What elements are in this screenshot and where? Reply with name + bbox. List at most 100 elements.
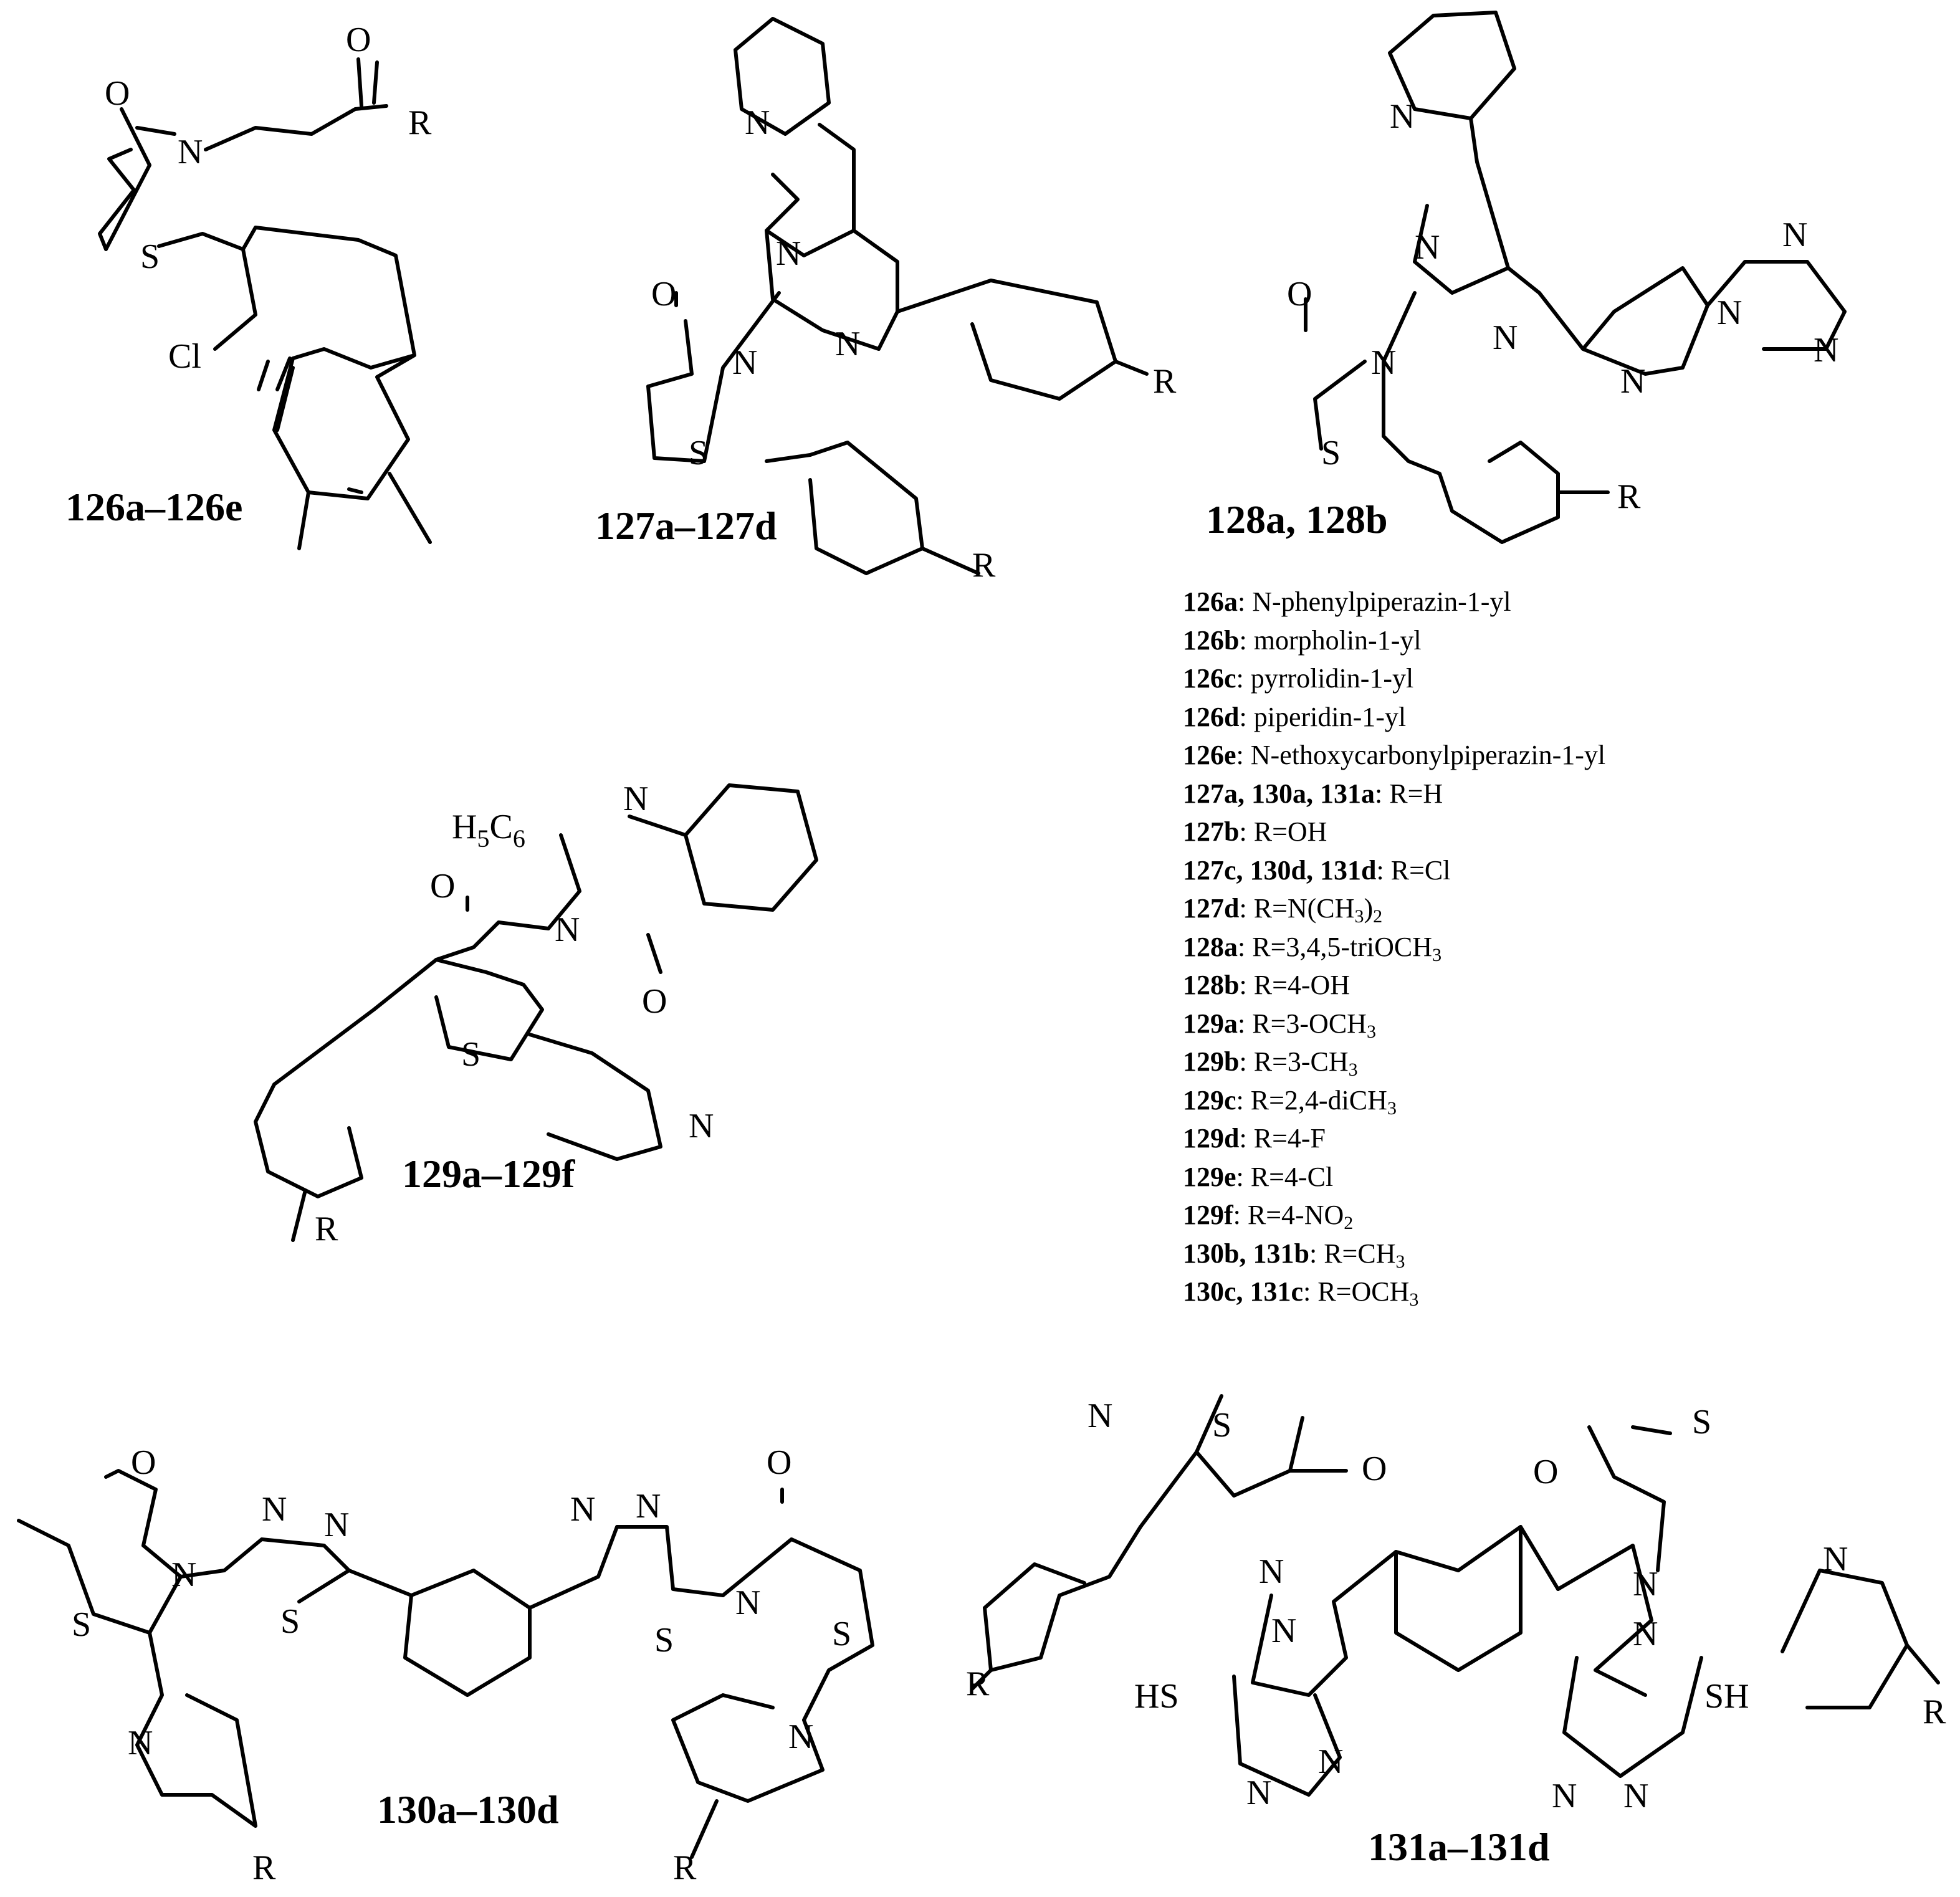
legend-row: 126d: piperidin-1-yl — [1183, 701, 1407, 732]
atom-label: R — [673, 1848, 697, 1887]
compound-label-130: 130a–130d — [377, 1787, 559, 1832]
atom-label: H5​C6​ — [452, 808, 525, 853]
substituent-legend: 126a: N-phenylpiperazin-1-yl 126b: morph… — [1183, 583, 1605, 1311]
atom-label: O — [105, 74, 130, 113]
legend-row: 126b: morpholin-1-yl — [1183, 624, 1422, 656]
legend-row: 127d: R=N(CH3)2 — [1183, 893, 1383, 927]
atom-label: N — [835, 325, 860, 363]
atom-label: N — [1259, 1552, 1284, 1591]
atom-label: S — [654, 1621, 674, 1660]
atom-label: S — [140, 237, 160, 276]
legend-row: 126c: pyrrolidin-1-yl — [1183, 663, 1414, 694]
compound-label-127: 127a–127d — [595, 504, 777, 548]
atom-label: N — [1246, 1774, 1271, 1812]
structure-126: O N S O R Cl 126a–126e — [65, 21, 432, 550]
legend-row: 128b: R=4-OH — [1183, 970, 1350, 1000]
atom-label: N — [1633, 1615, 1658, 1653]
atom-label: O — [1533, 1453, 1558, 1491]
atom-label: N — [1823, 1540, 1848, 1579]
legend-row: 126a: N-phenylpiperazin-1-yl — [1183, 586, 1511, 617]
atom-label: O — [430, 867, 455, 905]
atom-label: O — [1362, 1450, 1387, 1488]
atom-label: N — [1493, 318, 1518, 357]
atom-label: R — [315, 1210, 338, 1248]
atom-label: N — [1633, 1565, 1658, 1603]
atom-label: N — [570, 1490, 595, 1529]
atom-label: S — [280, 1602, 300, 1641]
atom-label: N — [262, 1490, 287, 1529]
compound-label-129: 129a–129f — [402, 1152, 575, 1196]
legend-row: 127a, 130a, 131a: R=H — [1183, 778, 1443, 809]
atom-label: N — [1371, 343, 1396, 382]
legend-row: 129d: R=4-F — [1183, 1123, 1326, 1154]
atom-label: N — [788, 1718, 813, 1756]
atom-label: O — [1287, 275, 1312, 313]
atom-label: S — [461, 1035, 480, 1074]
atom-label: N — [745, 103, 770, 142]
legend-row: 130c, 131c: R=OCH3 — [1183, 1276, 1419, 1310]
atom-label: N — [776, 234, 801, 273]
atom-label: S — [832, 1615, 851, 1653]
structure-127: N N N O N S R R 127a–127d — [595, 17, 1177, 585]
atom-label: S — [689, 434, 708, 472]
atom-label: S — [72, 1605, 91, 1644]
atom-label: N — [1717, 294, 1742, 332]
atom-label: N — [1620, 362, 1645, 401]
atom-label: N — [1271, 1612, 1296, 1650]
atom-label: N — [1390, 97, 1415, 136]
atom-label: R — [1153, 362, 1177, 401]
atom-label: N — [1782, 216, 1807, 254]
atom-label: N — [1088, 1397, 1112, 1435]
atom-label: N — [1318, 1742, 1343, 1781]
atom-label: O — [651, 275, 676, 313]
atom-label: S — [1212, 1406, 1231, 1445]
atom-label: N — [1623, 1777, 1648, 1815]
legend-row: 129b: R=3-CH3 — [1183, 1046, 1358, 1080]
atom-label: N — [689, 1107, 714, 1145]
atom-label: S — [1692, 1403, 1711, 1441]
atom-label: N — [128, 1724, 153, 1762]
structure-128: N N N O N S N N N N R 128a, 128b — [1206, 11, 1847, 544]
atom-label: R — [1923, 1693, 1946, 1731]
atom-label: N — [1552, 1777, 1577, 1815]
legend-row: 129a: R=3-OCH3 — [1183, 1008, 1376, 1042]
structure-129: N H5​C6​ O N O S N R 129a–129f — [254, 780, 818, 1248]
legend-row: 126e: N-ethoxycarbonylpiperazin-1-yl — [1183, 740, 1606, 770]
legend-row: 127b: R=OH — [1183, 816, 1327, 847]
atom-label: N — [171, 1555, 196, 1594]
atom-label: R — [966, 1665, 990, 1703]
atom-label: N — [636, 1487, 661, 1526]
legend-row: 128a: R=3,4,5-triOCH3 — [1183, 931, 1442, 965]
structure-130: O N S N N S N R N N S N O S N R 130a–130… — [17, 1443, 874, 1887]
atom-label: Cl — [168, 337, 201, 376]
atom-label: N — [178, 133, 203, 171]
atom-label: R — [252, 1848, 276, 1887]
legend-row: 129e: R=4-Cl — [1183, 1161, 1334, 1192]
legend-row: 129f: R=4-NO2 — [1183, 1200, 1354, 1233]
structure-131: N R S O N N HS N N O S N N SH N N N R 13… — [966, 1394, 1946, 1869]
atom-label: R — [1617, 477, 1641, 516]
atom-label: N — [555, 910, 580, 949]
atom-label: N — [1814, 331, 1838, 370]
atom-label: N — [732, 343, 757, 382]
atom-label: R — [408, 103, 432, 142]
compound-label-128: 128a, 128b — [1206, 497, 1388, 542]
legend-row: 130b, 131b: R=CH3 — [1183, 1238, 1405, 1272]
legend-row: 127c, 130d, 131d: R=Cl — [1183, 854, 1451, 886]
atom-label: SH — [1704, 1677, 1749, 1716]
atom-label: N — [1415, 228, 1440, 267]
compound-label-131: 131a–131d — [1368, 1825, 1550, 1869]
legend-row: 129c: R=2,4-diCH3 — [1183, 1084, 1397, 1119]
atom-label: S — [1321, 434, 1341, 472]
atom-label: N — [623, 780, 648, 818]
atom-label: O — [642, 982, 667, 1021]
atom-label: N — [324, 1506, 349, 1544]
atom-label: R — [972, 546, 996, 585]
atom-label: HS — [1134, 1677, 1179, 1716]
atom-label: O — [131, 1443, 156, 1482]
atom-label: O — [346, 21, 371, 59]
atom-label: O — [767, 1443, 791, 1482]
atom-label: N — [735, 1584, 760, 1622]
compound-label-126: 126a–126e — [65, 485, 242, 529]
